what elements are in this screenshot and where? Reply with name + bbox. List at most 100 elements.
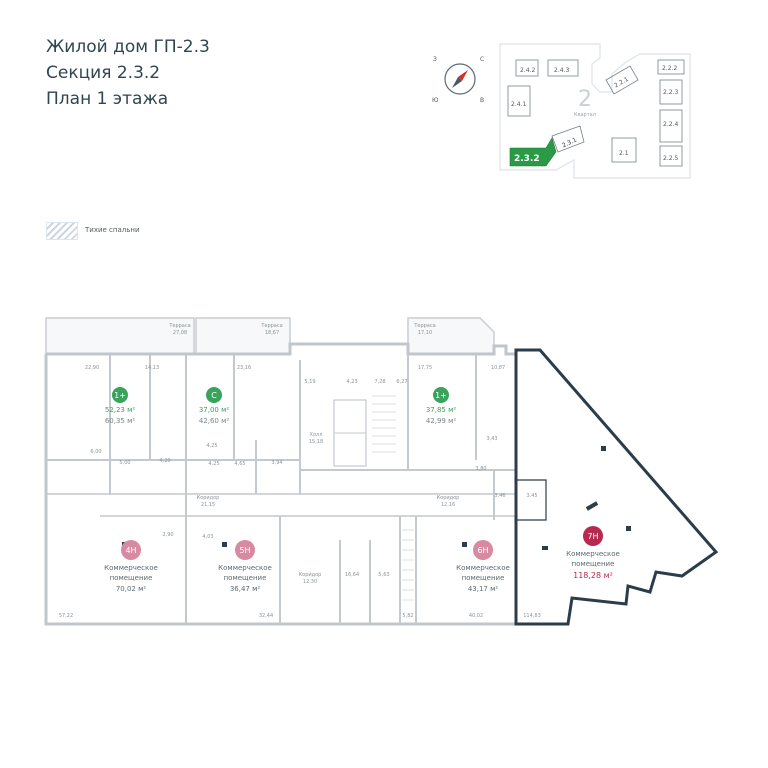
room-area: 57,22 [59, 613, 73, 619]
room-area: 4,03 [202, 534, 213, 540]
commercial-label: Коммерческое [566, 550, 620, 558]
keyplan-building-2-2-5 [659, 145, 683, 167]
apartment-badge [433, 387, 449, 403]
badge-text: 4Н [125, 546, 136, 555]
commercial-label: помещение [572, 560, 615, 568]
terrace-area: 27,08 [173, 330, 187, 336]
corridor-area: 12,30 [303, 579, 317, 585]
commercial-area: 36,47 м² [230, 585, 261, 593]
room-area: 4,25 [206, 443, 217, 449]
room-area: 10,87 [491, 365, 505, 371]
building-plan [44, 317, 518, 626]
room-area: 114,83 [523, 613, 541, 619]
apartment-area: 42,99 м² [426, 417, 457, 425]
room-area: 4,23 [346, 379, 357, 385]
keyplan-building-2-1 [611, 137, 637, 163]
keyplan-label: 2.2.4 [663, 121, 678, 128]
keyplan-label: 2.4.1 [511, 101, 526, 108]
room-area: 6,00 [90, 449, 101, 455]
terrace-area: 17,10 [418, 330, 432, 336]
apartment-area: 37,00 м² [199, 406, 230, 414]
keyplan-building-2-4-1 [507, 85, 531, 117]
corridor-label: Коридор [299, 572, 322, 578]
keyplan-label: 2.2.3 [663, 89, 678, 96]
corridor-area: 12,16 [441, 502, 455, 508]
compass-east: В [480, 97, 484, 104]
compass-needle-north [458, 70, 468, 81]
apartment-area: 52,23 м² [105, 406, 136, 414]
room-area: 4,20 [159, 458, 170, 464]
room-area: 3,46 [494, 493, 505, 499]
corridor-label: Коридор [197, 495, 220, 501]
room-area: 40,02 [469, 613, 483, 619]
room-area: 5,00 [119, 460, 130, 466]
keyplan-building-2-4-2 [515, 59, 539, 77]
compass-ring [444, 63, 476, 95]
badge-text: 1+ [435, 391, 447, 400]
badge-text: 7Н [587, 532, 598, 541]
apartment-area: 37,85 м² [426, 406, 457, 414]
compass-west: З [433, 56, 437, 63]
commercial-label: помещение [462, 574, 505, 582]
room-area: 6,27 [396, 379, 407, 385]
room-area: 5,19 [304, 379, 315, 385]
commercial-badge [473, 540, 493, 560]
compass-needle-south [452, 77, 462, 88]
hall-area: 15,18 [309, 439, 323, 445]
keyplan-building-2-2-1 [605, 65, 639, 95]
corridor-label: Коридор [437, 495, 460, 501]
compass-south: Ю [432, 97, 439, 104]
section-title: Секция 2.3.2 [46, 63, 161, 83]
commercial-area-active: 118,28 м² [573, 571, 613, 580]
terrace-label: Терраса [413, 323, 435, 329]
commercial-label: помещение [224, 574, 267, 582]
commercial-badge-active[interactable] [583, 526, 603, 546]
room-area: 3,94 [271, 460, 282, 466]
commercial-label: Коммерческое [218, 564, 272, 572]
apartment-area: 60,35 м² [105, 417, 136, 425]
room-area: 4,65 [234, 461, 245, 467]
commercial-area: 70,02 м² [116, 585, 147, 593]
commercial-label: Коммерческое [104, 564, 158, 572]
room-area: 5,63 [378, 572, 389, 578]
keyplan-label: 2.4.3 [554, 67, 569, 74]
room-area: 3,43 [486, 436, 497, 442]
commercial-7n-wc [516, 479, 547, 521]
corridor-area: 21,15 [201, 502, 215, 508]
room-area: 23,16 [237, 365, 251, 371]
apartment-badge [206, 387, 222, 403]
floor-title: План 1 этажа [46, 89, 169, 109]
key-plan: 2.4.2 2.4.3 2.4.1 2.2.1 2.2.2 2.2.3 2.2.… [499, 43, 691, 179]
keyplan-label-active: 2.3.2 [514, 154, 540, 164]
keyplan-label: 2.1 [619, 150, 629, 157]
keyplan-building-2-3-2-highlight [509, 137, 557, 167]
room-area: 5,82 [402, 613, 413, 619]
room-area: 3,45 [526, 493, 537, 499]
commercial-badge [235, 540, 255, 560]
commercial-badge [121, 540, 141, 560]
room-area: 32,44 [259, 613, 273, 619]
keyplan-building-2-2-4 [659, 109, 683, 143]
keyplan-quarter-word: Квартал [574, 112, 596, 118]
keyplan-building-2-2-2 [657, 59, 685, 75]
room-area: 17,75 [418, 365, 432, 371]
room-area: 22,90 [85, 365, 99, 371]
quiet-bedrooms-swatch [46, 222, 78, 240]
room-area: 16,64 [345, 572, 359, 578]
apartment-area: 42,60 м² [199, 417, 230, 425]
room-area: 4,25 [208, 461, 219, 467]
commercial-label: Коммерческое [456, 564, 510, 572]
keyplan-label: 2.2.2 [662, 65, 677, 72]
quiet-bedrooms-label: Тихие спальни [85, 226, 140, 234]
room-area: 3,80 [475, 466, 486, 472]
commercial-7n-outline[interactable] [514, 348, 719, 626]
commercial-area: 43,17 м² [468, 585, 499, 593]
terrace-area: 18,67 [265, 330, 279, 336]
keyplan-building-2-4-3 [547, 59, 579, 77]
hall-label: Холл [310, 432, 323, 438]
keyplan-quarter-number: 2 [578, 87, 592, 112]
terrace-label: Терраса [260, 323, 282, 329]
badge-text: 1+ [114, 391, 126, 400]
room-area: 7,28 [374, 379, 385, 385]
